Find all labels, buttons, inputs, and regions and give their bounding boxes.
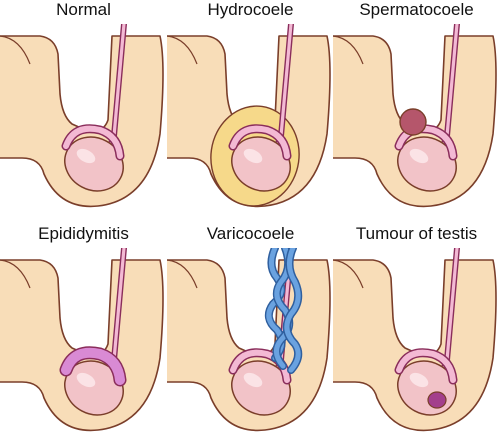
thigh-crease: [0, 35, 31, 65]
thigh-crease: [333, 259, 364, 289]
testis-highlight: [409, 372, 429, 388]
epididymis: [396, 125, 456, 159]
panel-normal: Normal: [0, 0, 167, 223]
panel-epididymitis: Epididymitis: [0, 224, 167, 447]
panel-tumour-of-testis: Tumour of testis: [333, 224, 500, 447]
epididymitis-illustration: [0, 248, 164, 432]
spermatocoele-illustration: [333, 24, 497, 208]
hydrocoele-illustration: [167, 24, 331, 208]
testis-highlight: [76, 148, 96, 164]
varicose-vein: [284, 248, 301, 373]
thigh-crease: [0, 259, 31, 289]
testicular-tumour: [427, 391, 447, 409]
testis-highlight: [243, 372, 263, 388]
thigh-crease: [167, 35, 198, 65]
panel-label-hydrocoele: Hydrocoele: [207, 0, 294, 19]
panel-varicocoele: Varicocoele: [167, 224, 334, 447]
epididymis: [396, 349, 456, 383]
varicose-vein: [274, 248, 292, 369]
panel-label-epididymitis: Epididymitis: [38, 224, 129, 243]
epididymis: [63, 125, 123, 159]
panel-label-spermatocoele: Spermatocoele: [359, 0, 474, 19]
panel-label-tumour-of-testis: Tumour of testis: [355, 224, 478, 243]
spermatocoele-cyst: [399, 108, 427, 136]
testis-highlight: [409, 148, 429, 164]
panel-label-normal: Normal: [56, 0, 111, 19]
epididymis: [61, 347, 125, 385]
epididymis: [230, 125, 290, 159]
panel-label-varicocoele: Varicocoele: [206, 224, 295, 243]
panel-spermatocoele: Spermatocoele: [333, 0, 500, 223]
panel-hydrocoele: Hydrocoele: [167, 0, 334, 223]
normal-illustration: [0, 24, 164, 208]
varicocoele-illustration: [167, 248, 331, 432]
thigh-crease: [167, 259, 198, 289]
testis-highlight: [243, 148, 263, 164]
testis-highlight: [76, 372, 96, 388]
tumour-illustration: [333, 248, 497, 432]
thigh-crease: [333, 35, 364, 65]
